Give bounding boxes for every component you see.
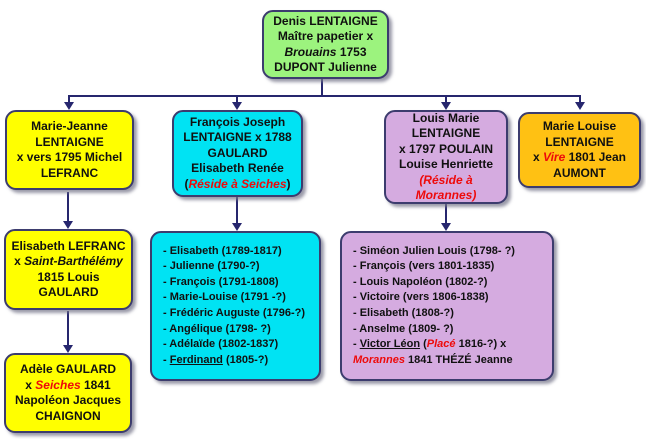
child-item: - Ferdinand (1805-?) <box>163 353 268 369</box>
marriage-year-spouse: 1801 Jean <box>565 150 626 164</box>
child-item: - Louis Napoléon (1802-?) <box>353 275 488 288</box>
arrowhead-poulain-children <box>441 223 451 231</box>
marriage-year-spouse: 1841 THÉZÉ Jeanne <box>404 353 513 366</box>
marriage-prefix: x <box>533 150 544 164</box>
list-dash: - <box>353 338 360 351</box>
marriage-year-spouse: 1815 Louis <box>37 269 100 284</box>
connector-drop-louis <box>445 95 447 103</box>
connector-drop-marie-louise <box>579 95 581 103</box>
child-item: - Siméon Julien Louis (1798- ?) <box>353 244 515 257</box>
person-name: Marie-Jeanne <box>31 119 108 133</box>
marriage-info: LENTAIGNE x 1788 <box>183 130 292 145</box>
spouse-name: Napoléon Jacques <box>14 393 122 407</box>
arrowhead-adele-gaulard <box>63 345 73 353</box>
child-name-underlined: Ferdinand <box>169 353 223 366</box>
child-item: - François (vers 1801-1835) <box>353 260 495 273</box>
child-item: - Anselme (1809- ?) <box>353 322 454 335</box>
connector-denis-stem <box>321 79 323 96</box>
child-item: - Julienne (1790-?) <box>163 260 260 273</box>
person-surname: LENTAIGNE <box>411 126 481 140</box>
connector-drop-francois <box>236 95 238 103</box>
marriage-year: 1753 <box>336 44 367 59</box>
node-francois-joseph-lentaigne: François Joseph LENTAIGNE x 1788 GAULARD… <box>172 110 303 197</box>
node-elisabeth-lefranc: Elisabeth LEFRANC x Saint-Barthélémy 181… <box>4 229 133 310</box>
residence-place: Réside à Seiches <box>188 176 287 191</box>
residence-note: (Réside à <box>419 172 473 187</box>
node-poulain-children-list: - Siméon Julien Louis (1798- ?) - Franço… <box>340 231 554 381</box>
child-item: - Elisabeth (1789-1817) <box>163 244 282 257</box>
person-surname: LENTAIGNE <box>545 134 614 149</box>
connector-francois-to-children <box>236 197 238 224</box>
person-name: Denis LENTAIGNE <box>273 13 378 28</box>
paren-open: ( <box>184 176 189 191</box>
person-name: François Joseph <box>189 114 286 129</box>
child-item: - Marie-Louise (1791 -?) <box>163 291 286 304</box>
marriage-place: Morannes <box>353 353 405 366</box>
child-item: - Victor Léon (Placé 1816-?) x <box>353 337 506 353</box>
person-name: Marie Louise <box>542 119 617 133</box>
child-dates: 1816-?) x <box>455 338 507 351</box>
child-name-underlined: Victor Léon <box>359 338 421 351</box>
connector-drop-marie-jeanne <box>68 95 70 103</box>
marriage-info: x vers 1795 Michel <box>16 150 123 164</box>
marriage-place: Vire <box>543 150 566 164</box>
spouse-surname: AUMONT <box>553 165 606 180</box>
child-item: - Victoire (vers 1806-1838) <box>353 291 489 304</box>
arrowhead-francois <box>232 102 242 110</box>
spouse-surname: GAULARD <box>38 285 99 299</box>
person-name: Elisabeth LEFRANC <box>11 238 126 253</box>
spouse-name: Elisabeth Renée <box>191 161 284 176</box>
child-item: - François (1791-1808) <box>163 275 279 288</box>
arrowhead-gaulard-children <box>232 223 242 231</box>
node-marie-jeanne-lentaigne: Marie-Jeanne LENTAIGNE x vers 1795 Miche… <box>5 110 134 190</box>
spouse-name: LEFRANC <box>40 165 99 180</box>
node-denis-lentaigne: Denis LENTAIGNE Maître papetier x Brouai… <box>262 10 389 79</box>
node-marie-louise-lentaigne: Marie Louise LENTAIGNE x Vire 1801 Jean … <box>518 112 641 188</box>
connector-louis-to-children <box>445 204 447 224</box>
node-gaulard-children-list: - Elisabeth (1789-1817) - Julienne (1790… <box>150 231 321 381</box>
person-name: Adèle GAULARD <box>19 362 116 376</box>
marriage-prefix: x <box>25 377 36 392</box>
place-name: Brouains <box>284 44 337 59</box>
arrowhead-marie-jeanne <box>64 102 74 110</box>
person-occupation: Maître papetier x <box>277 29 374 43</box>
marriage-info: x 1797 POULAIN <box>398 141 494 156</box>
list-dash: - <box>163 353 170 366</box>
marriage-place: Seiches <box>35 377 81 392</box>
connector-generation-bus <box>68 95 580 97</box>
paren-close: ) <box>286 176 291 191</box>
status-note: Placé <box>426 338 456 351</box>
spouse-surname: CHAIGNON <box>35 408 101 423</box>
marriage-prefix: x <box>14 254 25 268</box>
child-dates: (1805-?) <box>222 353 269 366</box>
child-item: - Frédéric Auguste (1796-?) <box>163 307 306 319</box>
marriage-place: x Saint-Barthélémy <box>9 254 128 270</box>
person-surname: LENTAIGNE <box>35 134 104 149</box>
marriage-place-year: x Seiches 1841 <box>9 378 127 394</box>
arrowhead-louis <box>441 102 451 110</box>
residence-place: Morannes) <box>415 188 477 202</box>
marriage-place-year: Brouains 1753 <box>267 45 384 61</box>
spouse-name: Louise Henriette <box>398 157 494 171</box>
spouse-surname: GAULARD <box>207 145 268 160</box>
arrowhead-elisabeth-lefranc <box>63 221 73 229</box>
marriage-year: 1841 <box>80 377 111 392</box>
person-name: Louis Marie <box>412 110 480 125</box>
paren-open: ( <box>420 338 427 351</box>
spouse-name: DUPONT Julienne <box>274 60 377 74</box>
marriage-info: x Vire 1801 Jean <box>523 150 636 166</box>
arrowhead-marie-louise <box>575 102 585 110</box>
connector-elisabeth-to-adele <box>67 311 69 346</box>
child-item: - Adélaïde (1802-1837) <box>163 338 279 351</box>
node-louis-marie-lentaigne: Louis Marie LENTAIGNE x 1797 POULAIN Lou… <box>384 110 508 204</box>
child-item: - Angélique (1798- ?) <box>163 322 271 335</box>
node-adele-gaulard: Adèle GAULARD x Seiches 1841 Napoléon Ja… <box>4 353 132 433</box>
residence-note: (Réside à Seiches) <box>177 177 298 193</box>
child-item: - Elisabeth (1808-?) <box>353 307 454 319</box>
child-item-continuation: Morannes 1841 THÉZÉ Jeanne <box>353 353 513 369</box>
place-name: Saint-Barthélémy <box>24 254 123 268</box>
connector-marie-jeanne-to-elisabeth <box>67 192 69 222</box>
